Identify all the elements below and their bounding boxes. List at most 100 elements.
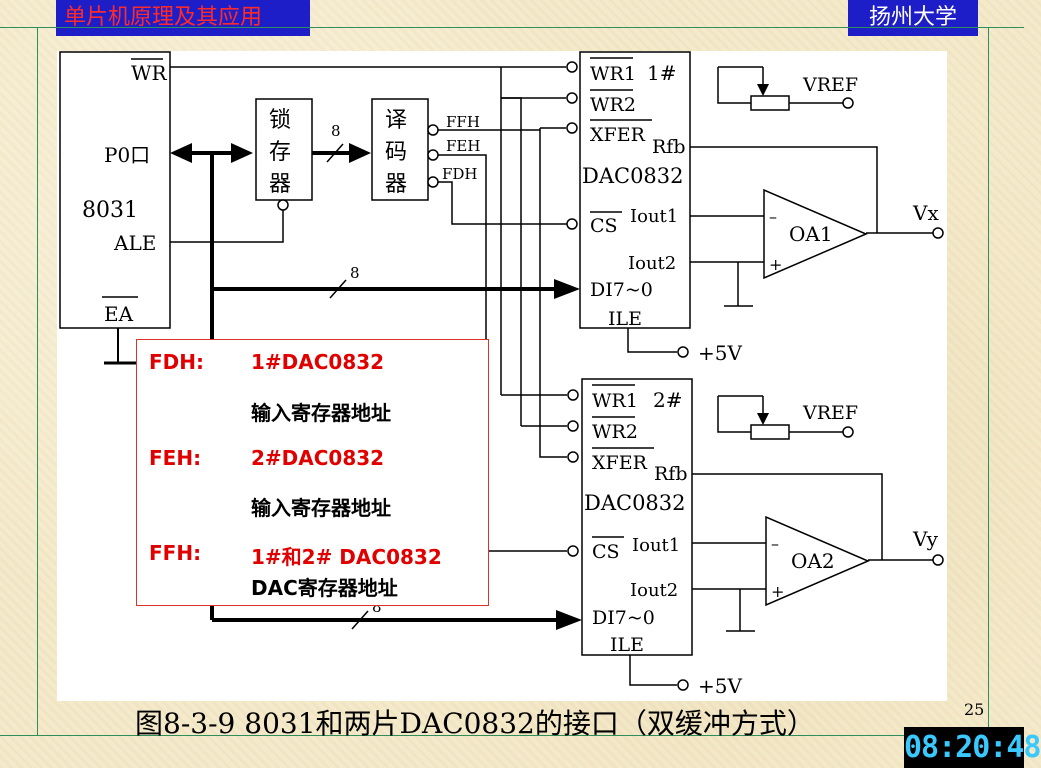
oa1-plus: + [769,255,782,274]
mcu-chip-label: 8031 [82,198,138,223]
dac2-name: DAC0832 [584,491,686,515]
bus-width-2: 8 [350,264,360,282]
vy-terminal [932,554,944,566]
data-bus-dac1-arrow [554,279,580,299]
legend-fdh-desc: 1#DAC0832 [251,350,385,374]
latch-char-1: 锁 [269,108,291,133]
oa2-label: OA2 [791,549,835,573]
dac1-pot-left [717,67,751,104]
mcu-p0-label: P0口 [104,143,150,167]
vy-label: Vy [912,527,939,551]
latch-char-3: 器 [269,172,291,197]
figure-caption: 图8-3-9 8031和两片DAC0832的接口（双缓冲方式） [135,707,815,740]
decoder-fdh-label: FDH [442,165,478,183]
frame-line-right [988,27,989,735]
dac2-cs-pin [567,545,579,557]
decoder-feh-pin [427,149,439,161]
legend-ffh-addr: FFH: [149,541,202,565]
dac2-wr2-pin [567,420,579,432]
data-bus-dac2-arrow [556,610,582,630]
mcu-block [59,51,171,329]
dac2-wr1-pin [567,389,579,401]
latch-decoder-arrow [349,143,371,163]
address-legend: FDH: 1#DAC0832 输入寄存器地址 FEH: 2#DAC0832 输入… [136,339,489,606]
wr-to-dac2-wr2-drop [501,97,522,426]
university-bar: 扬州大学 [848,0,978,36]
dac2-block [581,378,693,656]
dac2-xfer-label: XFER [592,452,648,474]
dac1-pot-resistor [750,95,790,111]
dac1-iout1-label: Iout1 [630,206,678,227]
dac1-vref-label: VREF [802,74,858,96]
bus-width-1: 8 [331,122,341,140]
legend-fdh-addr: FDH: [149,350,204,374]
dac2-wr2-label: WR2 [592,421,638,443]
dac2-iout1-label: Iout1 [632,535,680,556]
course-title-bar: 单片机原理及其应用 [56,0,310,36]
latch-ale-pin [277,199,289,211]
dac1-rfb-label: Rfb [652,136,686,158]
legend-feh-desc2: 输入寄存器地址 [251,496,391,520]
dac1-di-label: DI7~0 [590,279,653,301]
decoder-char-3: 器 [385,172,407,197]
dac2-iout2-label: Iout2 [630,580,678,601]
dac2-di-label: DI7~0 [592,607,655,629]
dac1-ile-label: ILE [608,308,642,330]
dac1-xfer-label: XFER [590,124,646,146]
decoder-ffh-label: FFH [446,113,480,131]
dac2-vref-terminal [842,426,854,438]
dac1-iout2-label: Iout2 [628,253,676,274]
p0-arrow-right [231,143,253,163]
bus-slash-1 [326,143,344,163]
oa2-triangle [765,515,870,607]
mcu-ale-label: ALE [113,231,156,255]
legend-fdh-desc2: 输入寄存器地址 [251,401,391,425]
decoder-feh-label: FEH [446,137,480,155]
frame-line-bottom [0,735,1024,736]
mcu-ea-label: EA [104,302,134,326]
dac1-cs-label: CS [590,215,618,237]
decoder-ffh-pin [427,124,439,136]
dac2-rfb-wire [692,473,883,560]
dac1-5v-terminal [677,346,689,358]
decoder-fdh-pin [427,176,439,188]
dac1-wr1-label: WR1 [590,63,636,85]
decoder-block [371,98,429,201]
dac2-rfb-label: Rfb [654,463,688,485]
ale-wire [170,210,284,243]
page-number: 25 [964,700,985,719]
dac2-vref-label: VREF [802,402,858,424]
dac2-xfer-pin [567,451,579,463]
ffh-to-dac2-xfer [539,128,567,458]
dac2-pot-wiper-arrow [757,413,769,425]
dac2-number: 2# [653,388,682,412]
legend-ffh-desc2: DAC寄存器地址 [251,576,398,600]
course-title: 单片机原理及其应用 [64,5,263,30]
dac1-number: 1# [647,61,676,85]
fdh-wire [438,181,567,225]
circuit-diagram: WR P0口 8031 ALE EA 锁 存 器 译 码 器 FFH FEH F… [57,51,947,701]
university-name: 扬州大学 [868,5,957,30]
dac1-ile-wire [627,328,677,353]
latch-char-2: 存 [269,140,291,165]
dac1-wr2-label: WR2 [590,94,636,116]
dac2-wr1-label: WR1 [592,390,638,412]
legend-feh-desc: 2#DAC0832 [251,446,385,470]
dac1-xfer-pin [566,122,578,134]
dac2-5v-label: +5V [698,674,742,698]
dac1-rfb-wire [690,146,878,233]
decoder-char-2: 码 [385,140,407,165]
oa2-minus: – [771,534,779,553]
dac1-vref-terminal [842,97,854,109]
vx-terminal [932,227,944,239]
vx-label: Vx [912,201,939,225]
bus-slash-2 [329,279,347,299]
dac1-wr2-pin [566,92,578,104]
dac1-cs-pin [566,218,578,230]
circuit-svg: WR P0口 8031 ALE EA 锁 存 器 译 码 器 FFH FEH F… [59,51,944,698]
p0-arrow-left [170,143,192,163]
decoder-char-1: 译 [385,108,407,133]
bus-slash-3 [351,610,369,630]
dac2-ile-label: ILE [610,634,644,656]
dac1-pot-wiper-arrow [757,84,769,96]
